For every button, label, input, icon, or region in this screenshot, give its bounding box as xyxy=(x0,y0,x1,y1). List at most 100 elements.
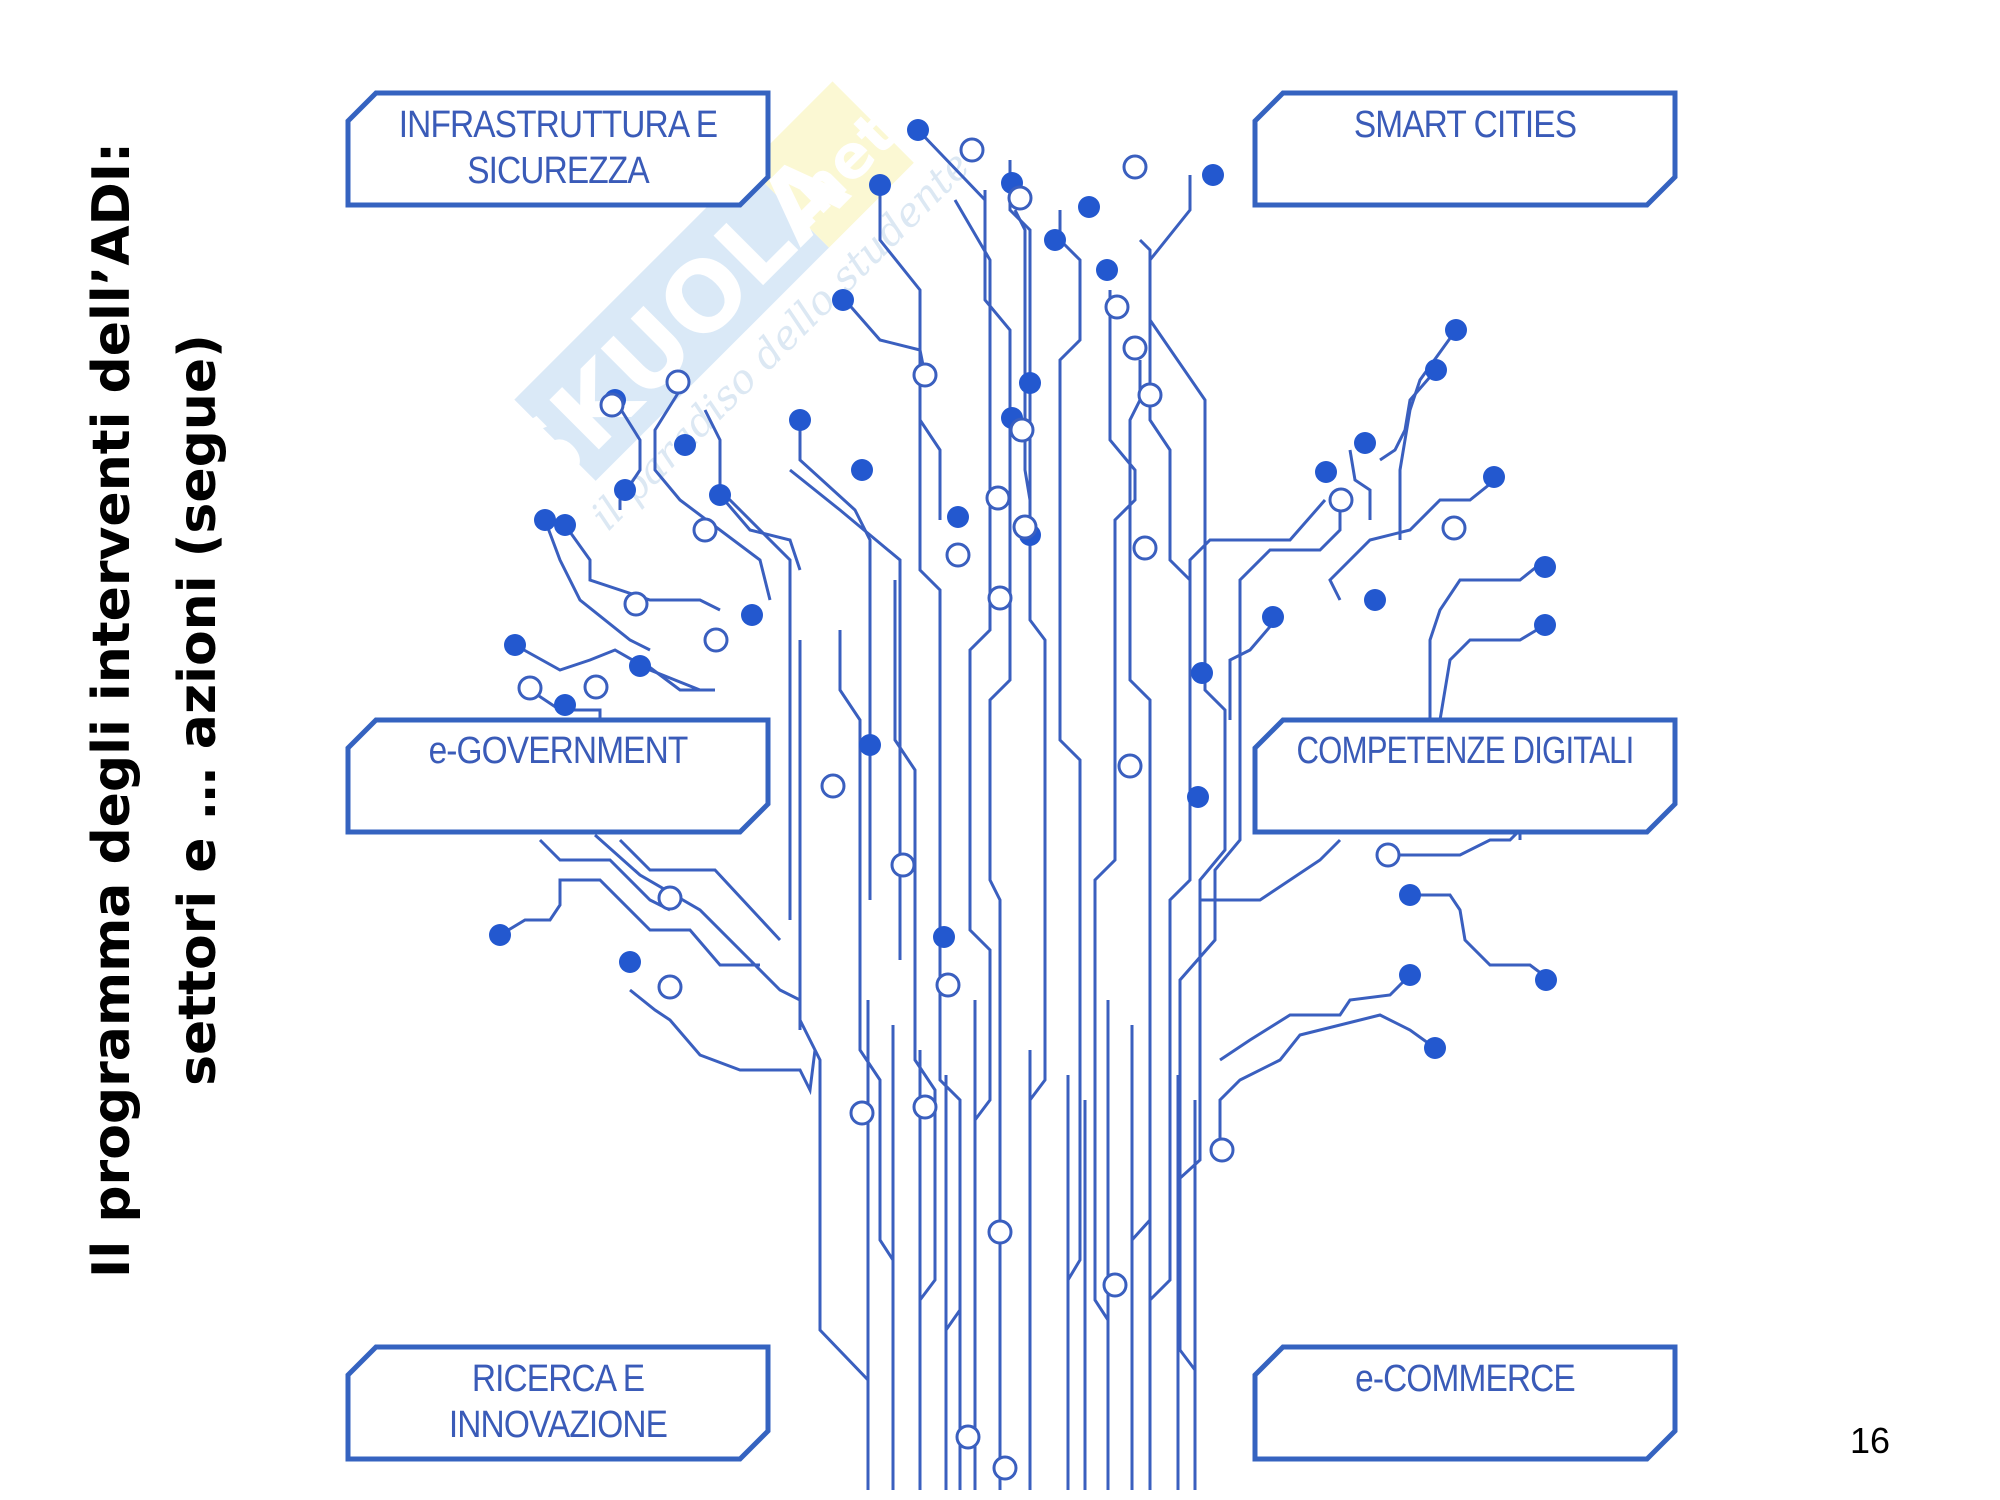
circuit-trace xyxy=(1398,329,1458,540)
circuit-trace xyxy=(893,580,937,1490)
circuit-node-filled xyxy=(789,409,811,431)
circuit-trace xyxy=(1013,209,1032,501)
sector-box-competenze-digitali xyxy=(1252,717,1678,835)
sector-box-smart-cities xyxy=(1252,90,1678,208)
circuit-trace xyxy=(1218,1013,1436,1150)
sector-label-line: RICERCA E xyxy=(471,1358,645,1400)
circuit-node-filled xyxy=(1187,786,1209,808)
sector-label-line: e-GOVERNMENT xyxy=(428,730,689,772)
circuit-trace xyxy=(538,838,671,912)
circuit-node-filled xyxy=(1483,466,1505,488)
circuit-trace xyxy=(1178,490,1342,1490)
circuit-trace xyxy=(878,185,942,520)
circuit-node-filled xyxy=(1364,589,1386,611)
circuit-trace xyxy=(563,524,721,612)
circuit-node-open xyxy=(955,1424,981,1450)
circuit-node-filled xyxy=(1354,432,1376,454)
circuit-trace xyxy=(1128,360,1152,1490)
circuit-trace xyxy=(1093,290,1137,1490)
circuit-node-open xyxy=(692,517,718,543)
circuit-node-filled xyxy=(614,479,636,501)
sector-label-line: e-COMMERCE xyxy=(1355,1358,1576,1400)
circuit-node-open xyxy=(657,885,683,911)
circuit-trace xyxy=(639,658,715,692)
circuit-trace xyxy=(789,468,902,960)
circuit-node-filled xyxy=(674,434,696,456)
circuit-node-open xyxy=(1375,842,1401,868)
circuit-trace xyxy=(629,988,817,1096)
circuit-node-filled xyxy=(709,484,731,506)
circuit-trace xyxy=(1410,893,1551,982)
circuit-node-open xyxy=(1102,1272,1128,1298)
circuit-trace xyxy=(1428,558,1546,720)
circuit-node-open xyxy=(1122,154,1148,180)
circuit-node-filled xyxy=(1019,372,1041,394)
sector-label-smart-cities: SMART CITIES xyxy=(1280,102,1650,148)
circuit-node-filled xyxy=(859,734,881,756)
circuit-node-filled xyxy=(741,604,763,626)
circuit-trace xyxy=(1148,175,1227,1490)
circuit-node-open xyxy=(703,627,729,653)
sector-label-line: SICUREZZA xyxy=(467,150,649,192)
circuit-trace xyxy=(1328,478,1496,601)
circuit-node-filled xyxy=(1445,319,1467,341)
circuit-trace xyxy=(1379,369,1438,462)
circuit-trace xyxy=(1058,210,1082,1490)
circuit-node-open xyxy=(987,1219,1013,1245)
circuit-node-filled xyxy=(504,634,526,656)
sector-box-ricerca xyxy=(345,1344,771,1462)
circuit-node-filled xyxy=(534,509,556,531)
circuit-trace xyxy=(1200,838,1342,902)
sector-box-e-government xyxy=(345,717,771,835)
circuit-node-open xyxy=(945,542,971,568)
circuit-node-open xyxy=(517,675,543,701)
circuit-node-open xyxy=(935,972,961,998)
circuit-node-filled xyxy=(619,951,641,973)
circuit-trace xyxy=(1348,449,1372,520)
circuit-node-open xyxy=(1104,294,1130,320)
circuit-node-filled xyxy=(1078,196,1100,218)
sector-label-competenze-digitali: COMPETENZE DIGITALI xyxy=(1293,728,1637,774)
circuit-node-open xyxy=(985,485,1011,511)
circuit-trace xyxy=(1008,160,1047,1490)
circuit-node-open xyxy=(912,362,938,388)
circuit-node-filled xyxy=(947,506,969,528)
sector-label-line: COMPETENZE DIGITALI xyxy=(1296,730,1634,772)
circuit-node-filled xyxy=(1096,259,1118,281)
sector-label-e-government: e-GOVERNMENT xyxy=(373,728,743,774)
circuit-trace xyxy=(1219,973,1412,1062)
sector-label-e-commerce: e-COMMERCE xyxy=(1280,1356,1650,1402)
sector-label-line: INFRASTRUTTURA E xyxy=(398,104,718,146)
circuit-node-filled xyxy=(554,694,576,716)
circuit-node-open xyxy=(583,674,609,700)
page-number: 16 xyxy=(1850,1420,1891,1461)
circuit-node-filled xyxy=(1399,964,1421,986)
circuit-trace xyxy=(499,878,760,967)
circuit-trace xyxy=(618,838,782,942)
sector-label-infrastruttura: INFRASTRUTTURA E SICUREZZA xyxy=(373,102,743,194)
circuit-node-open xyxy=(849,1100,875,1126)
circuit-trace xyxy=(798,640,870,1490)
circuit-trace xyxy=(718,494,802,571)
circuit-node-open xyxy=(657,974,683,1000)
circuit-node-filled xyxy=(1535,969,1557,991)
circuit-node-open xyxy=(665,369,691,395)
circuit-node-open xyxy=(1209,1137,1235,1163)
sector-box-infrastruttura xyxy=(345,90,771,208)
circuit-node-filled xyxy=(1534,614,1556,636)
circuit-trace xyxy=(1188,499,1327,610)
circuit-trace xyxy=(798,420,872,900)
circuit-node-open xyxy=(1328,487,1354,513)
circuit-trace xyxy=(1228,614,1282,720)
circuit-node-filled xyxy=(1044,229,1066,251)
circuit-node-filled xyxy=(832,289,854,311)
sector-label-line: SMART CITIES xyxy=(1353,104,1577,146)
circuit-node-open xyxy=(1441,515,1467,541)
circuit-trace xyxy=(543,519,651,652)
circuit-node-filled xyxy=(851,459,873,481)
circuit-node-filled xyxy=(1399,884,1421,906)
circuit-node-filled xyxy=(1202,164,1224,186)
circuit-node-open xyxy=(912,1094,938,1120)
circuit-trace xyxy=(594,833,802,1030)
